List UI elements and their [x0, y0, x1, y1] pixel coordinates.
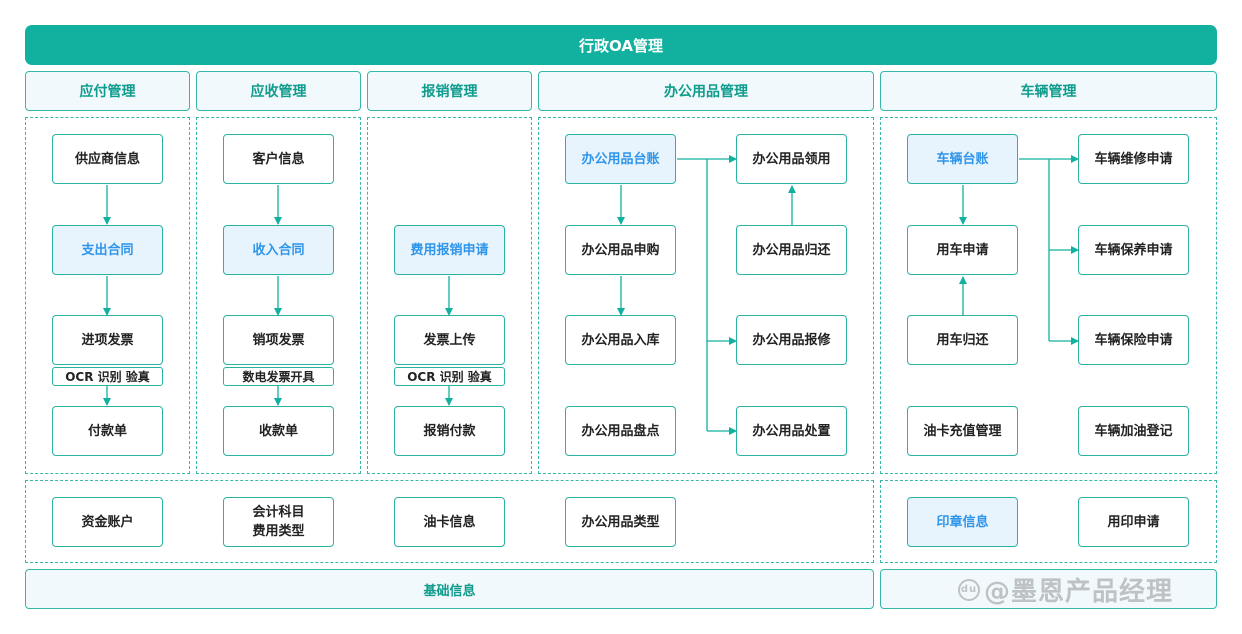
group-vehicle — [880, 117, 1217, 474]
node-customer-info[interactable]: 客户信息 — [223, 134, 334, 184]
node-supplier-info[interactable]: 供应商信息 — [52, 134, 163, 184]
section-header-vehicle[interactable]: 车辆管理 — [880, 71, 1217, 111]
node-income-contract[interactable]: 收入合同 — [223, 225, 334, 275]
node-office-stock-in[interactable]: 办公用品入库 — [565, 315, 676, 365]
node-seal-request[interactable]: 用印申请 — [1078, 497, 1189, 547]
node-office-disposal[interactable]: 办公用品处置 — [736, 406, 847, 456]
node-office-return[interactable]: 办公用品归还 — [736, 225, 847, 275]
page-title: 行政OA管理 — [25, 25, 1217, 65]
node-fuel-card-mgmt[interactable]: 油卡充值管理 — [907, 406, 1018, 456]
node-vehicle-ledger[interactable]: 车辆台账 — [907, 134, 1018, 184]
expense-type-label: 费用类型 — [252, 524, 305, 539]
node-office-type[interactable]: 办公用品类型 — [565, 497, 676, 547]
tag-ocr-verify-reimburse[interactable]: OCR 识别 验真 — [394, 367, 505, 386]
tag-e-invoice-issue[interactable]: 数电发票开具 — [223, 367, 334, 386]
node-vehicle-insurance-req[interactable]: 车辆保险申请 — [1078, 315, 1189, 365]
node-office-purchase[interactable]: 办公用品申购 — [565, 225, 676, 275]
group-reimburse — [367, 117, 532, 474]
node-vehicle-repair-req[interactable]: 车辆维修申请 — [1078, 134, 1189, 184]
node-seal-info[interactable]: 印章信息 — [907, 497, 1018, 547]
section-header-receivable[interactable]: 应收管理 — [196, 71, 361, 111]
group-seal — [880, 480, 1217, 563]
group-office — [538, 117, 874, 474]
watermark-logo-icon: du — [958, 578, 980, 601]
node-payment-order[interactable]: 付款单 — [52, 406, 163, 456]
node-fund-account[interactable]: 资金账户 — [52, 497, 163, 547]
tag-ocr-verify-payable[interactable]: OCR 识别 验真 — [52, 367, 163, 386]
node-car-return[interactable]: 用车归还 — [907, 315, 1018, 365]
watermark-text: @墨恩产品经理 — [984, 577, 1174, 607]
node-expense-contract[interactable]: 支出合同 — [52, 225, 163, 275]
section-header-reimburse[interactable]: 报销管理 — [367, 71, 532, 111]
node-invoice-upload[interactable]: 发票上传 — [394, 315, 505, 365]
node-office-repair[interactable]: 办公用品报修 — [736, 315, 847, 365]
node-account-subject[interactable]: 会计科目 费用类型 — [223, 497, 334, 547]
node-vehicle-fuel-log[interactable]: 车辆加油登记 — [1078, 406, 1189, 456]
node-office-inventory[interactable]: 办公用品盘点 — [565, 406, 676, 456]
node-fuel-card-info[interactable]: 油卡信息 — [394, 497, 505, 547]
node-receipt-order[interactable]: 收款单 — [223, 406, 334, 456]
account-subject-label: 会计科目 — [252, 505, 305, 520]
group-receivable — [196, 117, 361, 474]
node-office-receive[interactable]: 办公用品领用 — [736, 134, 847, 184]
node-expense-claim[interactable]: 费用报销申请 — [394, 225, 505, 275]
node-office-ledger[interactable]: 办公用品台账 — [565, 134, 676, 184]
node-input-invoice[interactable]: 进项发票 — [52, 315, 163, 365]
watermark: du @墨恩产品经理 — [958, 571, 1173, 608]
node-car-request[interactable]: 用车申请 — [907, 225, 1018, 275]
group-payable — [25, 117, 190, 474]
footer-base-info[interactable]: 基础信息 — [25, 569, 874, 609]
section-header-payable[interactable]: 应付管理 — [25, 71, 190, 111]
group-base-info — [25, 480, 874, 563]
footer-seal — [880, 569, 1217, 609]
node-claim-payment[interactable]: 报销付款 — [394, 406, 505, 456]
section-header-office[interactable]: 办公用品管理 — [538, 71, 874, 111]
node-output-invoice[interactable]: 销项发票 — [223, 315, 334, 365]
node-vehicle-maint-req[interactable]: 车辆保养申请 — [1078, 225, 1189, 275]
